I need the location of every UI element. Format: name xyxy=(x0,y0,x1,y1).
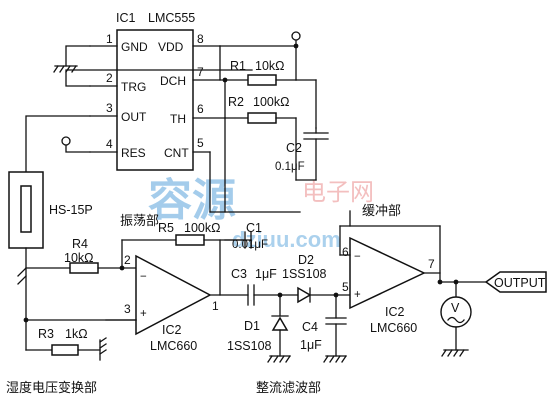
section-buffer: 缓冲部 xyxy=(362,204,401,219)
ic1-ref: IC1 xyxy=(116,11,136,25)
d1-value: 1SS108 xyxy=(227,339,272,353)
ic2a-pin-inv: 2 xyxy=(124,253,131,267)
r2-resistor: R2 100kΩ xyxy=(222,77,297,124)
d1-ref: D1 xyxy=(244,319,260,333)
ic1-pin6-num: 6 xyxy=(197,102,204,116)
ic2b-pin-inv: 6 xyxy=(342,245,349,259)
r2-value: 100kΩ xyxy=(253,95,289,109)
ic1-res-wiring xyxy=(61,136,91,153)
ic1-pin6-name: TH xyxy=(170,112,186,126)
d2-value: 1SS108 xyxy=(282,267,327,281)
output-label: OUTPUT xyxy=(494,276,546,290)
c4-capacitor: C4 1μF xyxy=(300,292,347,363)
hs15p-sensor: HS-15P xyxy=(8,171,93,321)
ic1-pin1-name: GND xyxy=(121,40,148,54)
ic1-pin5-num: 5 xyxy=(197,136,204,150)
sensor-element xyxy=(20,185,32,233)
section-oscillator: 振荡部 xyxy=(120,214,159,229)
ic2a-pin-out: 1 xyxy=(212,299,219,313)
r3-resistor: R3 1kΩ xyxy=(23,317,107,361)
ic1-part: LMC555 xyxy=(148,11,195,25)
c3-value: 1μF xyxy=(255,267,277,281)
sensor-ref: HS-15P xyxy=(49,203,93,217)
watermark-title: 容源 xyxy=(148,175,236,226)
ic1-pin4-name: RES xyxy=(121,146,146,160)
ic1-pin1-num: 1 xyxy=(106,32,113,46)
ic2b-pin-out: 7 xyxy=(428,257,435,271)
trg-wiring xyxy=(65,69,301,213)
ic2b-pin-noninv: 5 xyxy=(342,280,349,294)
ic2a-part: LMC660 xyxy=(150,339,197,353)
section-humidity-converter: 湿度电压变换部 xyxy=(6,380,97,396)
ic1-gnd-wiring xyxy=(53,45,91,73)
c2-capacitor: C2 0.1μF xyxy=(275,117,329,181)
c4-value: 1μF xyxy=(300,338,322,352)
ic1-pin7-name: DCH xyxy=(160,74,186,88)
svg-text:+: + xyxy=(140,308,147,320)
r4-resistor: R4 10kΩ xyxy=(17,237,137,285)
c2-value: 0.1μF xyxy=(275,161,305,173)
watermark: 容源 电子网 dziuu.com xyxy=(148,175,374,252)
c1-value: 0.01μF xyxy=(232,239,268,251)
r4-ref: R4 xyxy=(72,237,88,251)
vdd-terminal xyxy=(291,31,301,41)
c4-ref: C4 xyxy=(302,320,318,334)
ic2a-pin-noninv: 3 xyxy=(124,302,131,316)
r5-ref: R5 xyxy=(158,221,174,235)
output-terminal: OUTPUT xyxy=(484,271,547,293)
svg-text:−: − xyxy=(140,271,147,283)
d1-diode: D1 1SS108 xyxy=(227,292,291,363)
ic2b-part: LMC660 xyxy=(370,321,417,335)
svg-text:−: − xyxy=(354,251,361,263)
ic2a-ref: IC2 xyxy=(162,323,182,337)
r1-resistor: R1 10kΩ xyxy=(224,59,297,86)
voltmeter: V xyxy=(440,281,472,357)
r5-value: 100kΩ xyxy=(184,221,220,235)
d2-diode: D2 1SS108 xyxy=(279,253,351,304)
ic1-pin7-num: 7 xyxy=(197,65,204,79)
ic2b-ref: IC2 xyxy=(385,305,405,319)
ic1-pin8-name: VDD xyxy=(158,40,184,54)
ic2b-opamp: − + 6 5 7 IC2 LMC660 xyxy=(339,210,487,335)
vdd-rail xyxy=(219,31,317,129)
section-rectifier-filter: 整流滤波部 xyxy=(256,381,321,396)
r3-ref: R3 xyxy=(38,327,54,341)
c3-capacitor: C3 1μF xyxy=(209,267,281,306)
svg-text:+: + xyxy=(354,289,361,301)
res-terminal xyxy=(61,136,71,146)
c3-ref: C3 xyxy=(231,267,247,281)
c1-ref: C1 xyxy=(246,221,262,235)
ic1-lmc555: IC1 LMC555 1 GND 2 TRG 3 OUT 4 RES 8 VDD… xyxy=(89,11,226,171)
r5-c1-feedback: R5 100kΩ C1 0.01μF xyxy=(119,221,268,296)
svg-text:V: V xyxy=(451,301,460,315)
r1-value: 10kΩ xyxy=(255,59,285,73)
ic1-body xyxy=(116,29,194,171)
r1-ref: R1 xyxy=(230,59,246,73)
r4-value: 10kΩ xyxy=(64,251,94,265)
ic1-pin2-name: TRG xyxy=(121,80,146,94)
ic1-pin3-name: OUT xyxy=(121,110,147,124)
c2-ref: C2 xyxy=(286,141,302,155)
ic1-pin8-num: 8 xyxy=(197,32,204,46)
ic1-out-wiring xyxy=(25,115,91,173)
r2-ref: R2 xyxy=(228,95,244,109)
r3-value: 1kΩ xyxy=(65,327,88,341)
d2-ref: D2 xyxy=(298,253,314,267)
ic1-pin2-num: 2 xyxy=(106,71,113,85)
ic1-pin3-num: 3 xyxy=(106,101,113,115)
ic1-pin4-num: 4 xyxy=(106,137,113,151)
ic1-pin5-name: CNT xyxy=(164,146,189,160)
ic2a-opamp: − + 2 3 1 IC2 LMC660 xyxy=(25,253,219,353)
watermark-subtitle: 电子网 xyxy=(302,178,374,206)
